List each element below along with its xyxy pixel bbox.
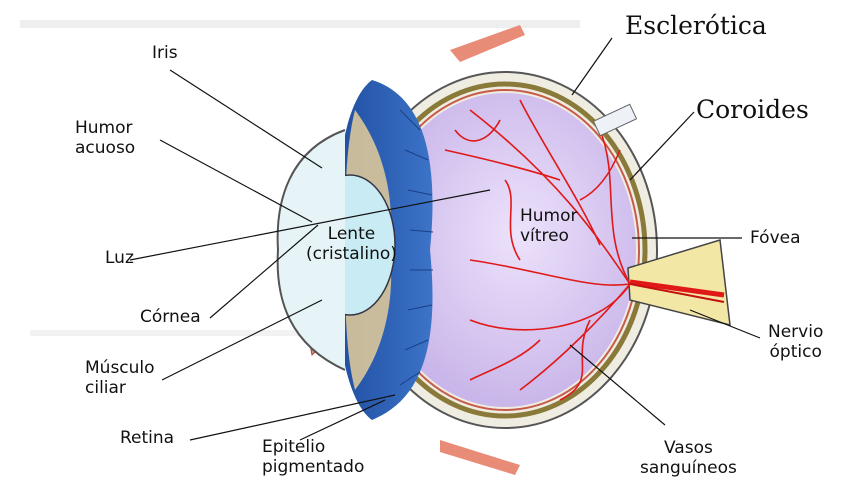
label-retina: Retina xyxy=(120,428,174,448)
label-nervio-optico: Nervio óptico xyxy=(768,322,823,362)
label-fovea: Fóvea xyxy=(750,228,801,248)
label-humor-acuoso: Humor acuoso xyxy=(75,118,135,158)
label-vasos-sanguineos: Vasos sanguíneos xyxy=(640,438,737,478)
label-cornea: Córnea xyxy=(140,307,201,327)
label-lente: Lente (cristalino) xyxy=(306,224,397,264)
label-iris: Iris xyxy=(152,43,178,63)
label-esclerotica: Esclerótica xyxy=(625,12,767,40)
label-humor-vitreo: Humor vítreo xyxy=(520,206,578,246)
label-coroides: Coroides xyxy=(696,96,809,124)
extraocular-muscle-bottom xyxy=(440,440,520,475)
label-musculo-ciliar: Músculo ciliar xyxy=(85,358,155,398)
label-luz: Luz xyxy=(105,248,134,268)
extraocular-muscle-top xyxy=(450,25,525,62)
label-epitelio-pigmentado: Epitelio pigmentado xyxy=(262,437,364,477)
